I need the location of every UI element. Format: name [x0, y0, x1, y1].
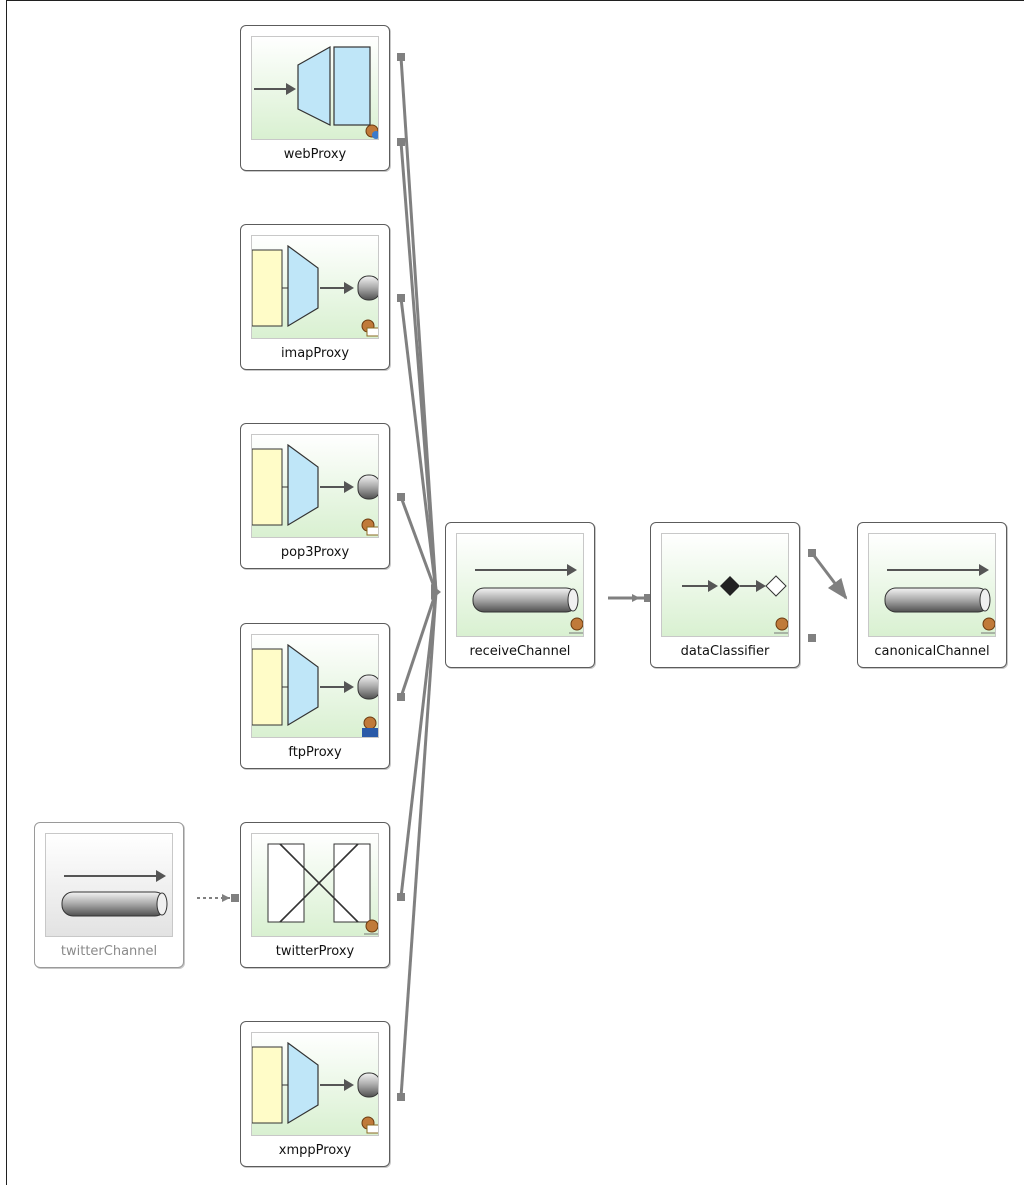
node-ftpProxy[interactable]: ftpProxy	[240, 623, 390, 769]
mail-badge-icon	[361, 319, 378, 337]
node-twitterChannel[interactable]: twitterChannel	[34, 822, 184, 968]
channel-icon	[456, 533, 584, 637]
node-label: receiveChannel	[469, 644, 571, 659]
bridge-icon	[251, 833, 379, 937]
node-pop3Proxy[interactable]: pop3Proxy	[240, 423, 390, 569]
node-label: canonicalChannel	[874, 644, 990, 659]
http-gateway-icon	[251, 36, 379, 140]
file-adapter-icon	[251, 634, 379, 738]
mail-badge-icon	[361, 1116, 378, 1134]
node-label: xmppProxy	[278, 1143, 352, 1158]
node-imapProxy[interactable]: imapProxy	[240, 224, 390, 370]
bean-badge-icon	[774, 617, 788, 634]
mail-adapter-icon	[251, 434, 379, 538]
node-label: imapProxy	[280, 346, 350, 361]
node-label: ftpProxy	[288, 745, 342, 760]
node-label: twitterChannel	[60, 944, 158, 959]
channel-icon	[45, 833, 173, 937]
channel-icon	[868, 533, 996, 637]
node-xmppProxy[interactable]: xmppProxy	[240, 1021, 390, 1167]
node-label: dataClassifier	[680, 644, 770, 659]
node-dataClassifier[interactable]: dataClassifier	[650, 522, 800, 668]
bean-badge-icon	[981, 617, 995, 634]
node-canonicalChannel[interactable]: canonicalChannel	[857, 522, 1007, 668]
node-label: twitterProxy	[275, 944, 355, 959]
node-twitterProxy[interactable]: twitterProxy	[240, 822, 390, 968]
bean-badge-icon	[364, 919, 378, 935]
web-badge-icon	[365, 124, 378, 139]
router-icon	[661, 533, 789, 637]
node-label: pop3Proxy	[280, 545, 350, 560]
bean-badge-icon	[569, 617, 583, 634]
node-webProxy[interactable]: webProxy	[240, 25, 390, 171]
node-label: webProxy	[283, 147, 347, 162]
node-receiveChannel[interactable]: receiveChannel	[445, 522, 595, 668]
mail-adapter-icon	[251, 235, 379, 339]
mail-badge-icon	[361, 518, 378, 536]
ftp-badge-icon	[362, 716, 378, 737]
mail-adapter-icon	[251, 1032, 379, 1136]
